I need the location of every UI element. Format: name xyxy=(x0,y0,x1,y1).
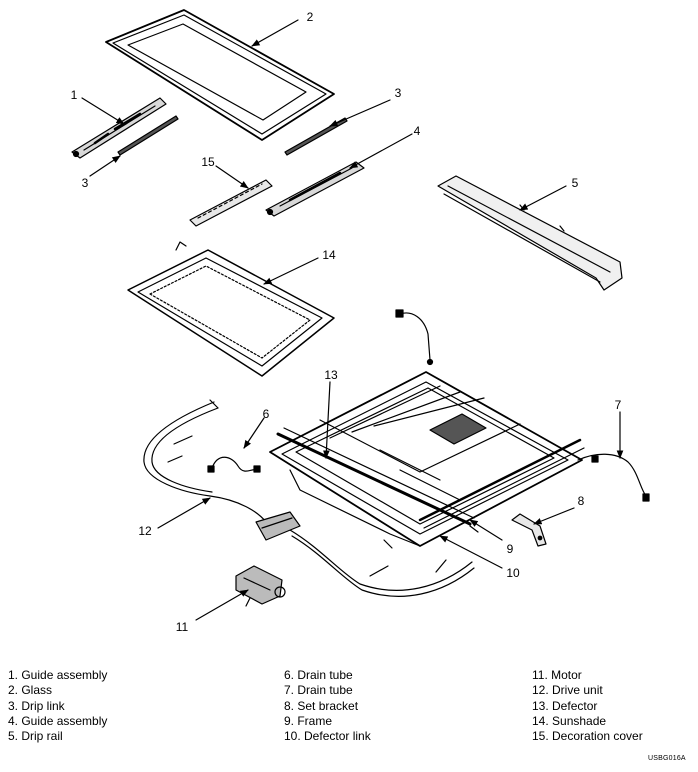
leader-14 xyxy=(263,257,319,285)
legend-item: 13. Defector xyxy=(532,698,598,713)
legend-item: 4. Guide assembly xyxy=(8,713,108,728)
callout-9: 9 xyxy=(506,542,514,556)
figure-code: USBG016A xyxy=(648,755,686,762)
callout-15: 15 xyxy=(201,155,215,169)
legend-item: 2. Glass xyxy=(8,683,53,698)
legend-item: 3. Drip link xyxy=(8,698,65,713)
sunroof-exploded-diagram xyxy=(71,9,650,621)
leader-9 xyxy=(469,519,503,541)
defector xyxy=(276,427,475,526)
leader-3-left xyxy=(89,155,121,177)
guide-assembly-left xyxy=(71,97,167,159)
leader-4 xyxy=(349,133,413,169)
legend-column-3: 11. Motor 12. Drive unit 13. Defector 14… xyxy=(532,668,643,744)
callout-8: 8 xyxy=(577,494,585,508)
glass-panel xyxy=(105,9,335,141)
legend-item: 14. Sunshade xyxy=(532,713,607,728)
legend-column-2: 6. Drain tube 7. Drain tube 8. Set brack… xyxy=(284,668,371,744)
callout-2: 2 xyxy=(306,10,314,24)
legend-item: 8. Set bracket xyxy=(284,698,359,713)
set-bracket xyxy=(511,513,547,547)
leader-10 xyxy=(439,535,503,569)
legend-item: 10. Defector link xyxy=(284,729,371,744)
callout-12: 12 xyxy=(138,524,152,538)
leader-1 xyxy=(81,97,125,125)
defector-link xyxy=(418,438,585,529)
leader-6 xyxy=(243,417,265,449)
leader-15 xyxy=(215,165,249,189)
legend-item: 6. Drain tube xyxy=(284,668,353,682)
callout-3-right: 3 xyxy=(394,86,402,100)
drip-link-left xyxy=(117,115,179,156)
callout-4: 4 xyxy=(413,124,421,138)
legend-item: 9. Frame xyxy=(284,713,333,728)
drive-unit xyxy=(143,399,475,597)
legend-item: 15. Decoration cover xyxy=(532,729,643,744)
frame xyxy=(269,371,583,549)
sunshade xyxy=(127,241,335,377)
leader-12 xyxy=(157,497,211,529)
legend-item: 11. Motor xyxy=(532,668,582,682)
callout-1: 1 xyxy=(70,88,78,102)
callout-5: 5 xyxy=(571,176,579,190)
leader-13 xyxy=(323,381,331,459)
callout-3-left: 3 xyxy=(81,176,89,190)
leader-11 xyxy=(195,589,249,621)
legend-item: 1. Guide assembly xyxy=(8,668,108,682)
legend-item: 7. Drain tube xyxy=(284,683,353,698)
callout-6: 6 xyxy=(262,407,270,421)
guide-assembly-right xyxy=(265,161,365,217)
leader-2 xyxy=(251,19,299,47)
callout-11: 11 xyxy=(175,620,189,634)
callout-13: 13 xyxy=(324,368,338,382)
decoration-cover xyxy=(189,179,273,227)
leader-8 xyxy=(533,507,575,525)
legend-item: 12. Drive unit xyxy=(532,683,603,698)
legend-item: 5. Drip rail xyxy=(8,729,63,744)
leader-5 xyxy=(519,185,567,211)
motor xyxy=(235,565,286,607)
callout-7: 7 xyxy=(614,398,622,412)
drip-rail xyxy=(437,175,623,291)
drip-link-right xyxy=(284,117,348,156)
callout-10: 10 xyxy=(506,566,520,580)
legend-column-1: 1. Guide assembly 2. Glass 3. Drip link … xyxy=(8,668,107,744)
leader-3-right xyxy=(329,99,391,127)
drain-tube-right xyxy=(577,453,650,502)
drain-tube-left xyxy=(207,456,261,473)
drain-hose-upper xyxy=(395,309,434,366)
callout-14: 14 xyxy=(322,248,336,262)
